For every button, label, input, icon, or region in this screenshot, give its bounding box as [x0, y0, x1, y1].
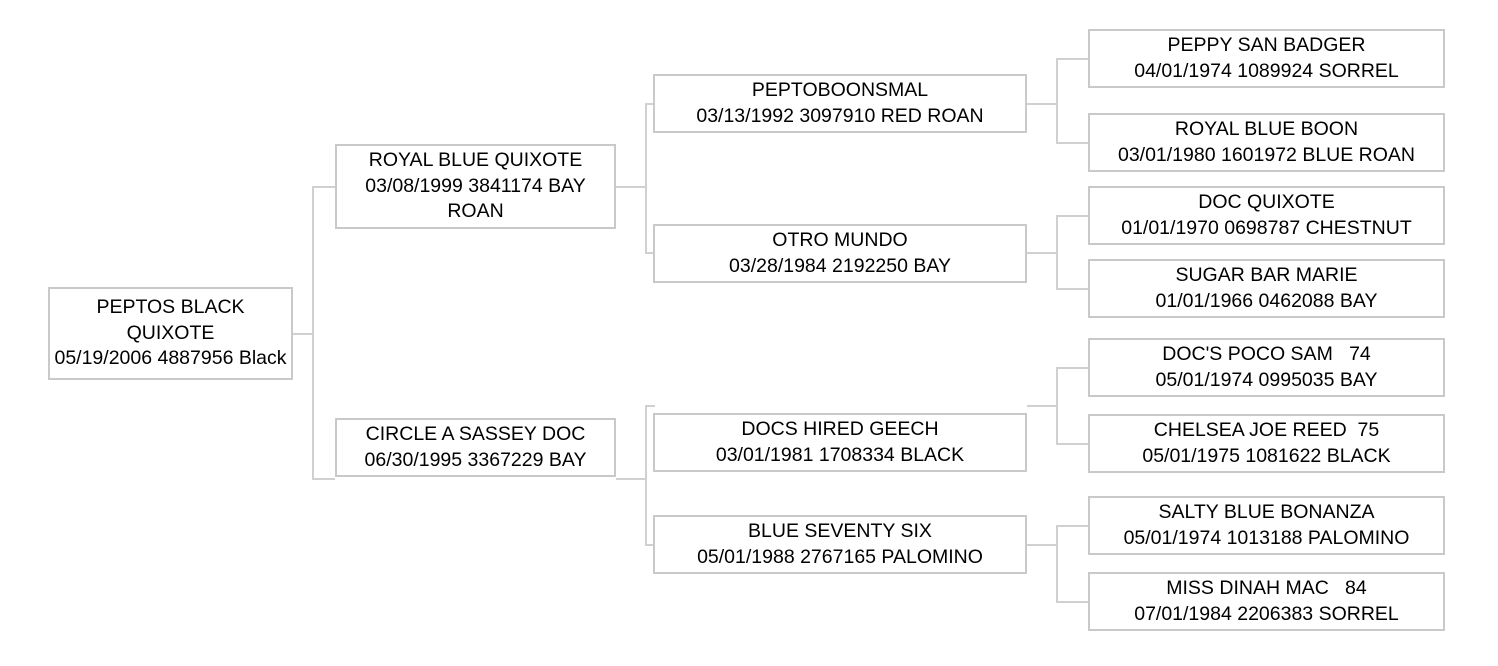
connector-dam-dam-vertical: [1056, 525, 1058, 603]
horse-box-root[interactable]: PEPTOS BLACK QUIXOTE 05/19/2006 4887956 …: [48, 287, 293, 380]
connector-sd-to-dam: [1056, 288, 1089, 290]
horse-detail: 03/13/1992 3097910 RED ROAN: [696, 104, 984, 127]
horse-name: ROYAL BLUE QUIXOTE: [368, 149, 583, 172]
horse-box-dam-sire[interactable]: DOCS HIRED GEECH 03/01/1981 1708334 BLAC…: [653, 413, 1027, 472]
horse-detail: 05/01/1974 0995035 BAY: [1155, 368, 1378, 391]
horse-name: CIRCLE A SASSEY DOC: [365, 423, 586, 446]
horse-detail: 05/01/1975 1081622 BLACK: [1142, 444, 1391, 467]
horse-name: ROYAL BLUE BOON: [1174, 118, 1359, 141]
connector-dd-to-dam: [1056, 601, 1089, 603]
connector-dam-vertical: [645, 405, 647, 545]
horse-detail: 03/01/1981 1708334 BLACK: [715, 443, 965, 466]
connector-dam-stub: [616, 478, 646, 480]
horse-detail: 05/01/1974 1013188 PALOMINO: [1123, 526, 1410, 549]
horse-box-sd-dam[interactable]: SUGAR BAR MARIE 01/01/1966 0462088 BAY: [1088, 259, 1445, 318]
connector-dam-sire-vertical: [1056, 367, 1058, 444]
connector-sire-sire-vertical: [1056, 58, 1058, 144]
horse-name: MISS DINAH MAC 84: [1166, 577, 1367, 600]
horse-detail: 04/01/1974 1089924 SORREL: [1134, 59, 1399, 82]
horse-name: CHELSEA JOE REED 75: [1153, 419, 1380, 442]
horse-box-sire-sire[interactable]: PEPTOBOONSMAL 03/13/1992 3097910 RED ROA…: [653, 74, 1027, 133]
horse-box-ds-sire[interactable]: DOC'S POCO SAM 74 05/01/1974 0995035 BAY: [1088, 338, 1445, 397]
connector-dam-to-dam-sire: [645, 405, 655, 407]
horse-box-sd-sire[interactable]: DOC QUIXOTE 01/01/1970 0698787 CHESTNUT: [1088, 186, 1445, 245]
connector-ds-to-sire: [1056, 367, 1089, 369]
connector-dam-sire-stub: [1027, 405, 1057, 407]
horse-box-dd-sire[interactable]: SALTY BLUE BONANZA 05/01/1974 1013188 PA…: [1088, 496, 1445, 555]
horse-name: BLUE SEVENTY SIX: [748, 520, 932, 543]
horse-detail: 03/08/1999 3841174 BAY ROAN: [365, 174, 592, 223]
connector-sire-to-sire-sire: [645, 103, 655, 105]
horse-name: PEPPY SAN BADGER: [1167, 34, 1366, 57]
connector-root-to-dam: [312, 478, 335, 480]
connector-dd-to-sire: [1056, 525, 1089, 527]
connector-ss-to-dam: [1056, 142, 1089, 144]
horse-name: DOCS HIRED GEECH: [741, 418, 939, 441]
horse-detail: 01/01/1970 0698787 CHESTNUT: [1121, 216, 1412, 239]
connector-sd-to-sire: [1056, 215, 1089, 217]
horse-name: PEPTOS BLACK QUIXOTE: [96, 296, 250, 344]
horse-detail: 07/01/1984 2206383 SORREL: [1134, 602, 1399, 625]
horse-box-ss-dam[interactable]: ROYAL BLUE BOON 03/01/1980 1601972 BLUE …: [1088, 113, 1445, 172]
horse-box-ds-dam[interactable]: CHELSEA JOE REED 75 05/01/1975 1081622 B…: [1088, 414, 1445, 473]
horse-box-ss-sire[interactable]: PEPPY SAN BADGER 04/01/1974 1089924 SORR…: [1088, 29, 1445, 88]
connector-sire-dam-stub: [1027, 252, 1057, 254]
horse-name: PEPTOBOONSMAL: [751, 79, 929, 102]
horse-name: DOC QUIXOTE: [1198, 191, 1335, 214]
connector-dam-to-dam-dam: [645, 544, 655, 546]
horse-detail: 03/01/1980 1601972 BLUE ROAN: [1117, 143, 1416, 166]
connector-sire-vertical: [645, 103, 647, 253]
connector-dam-dam-stub: [1027, 544, 1057, 546]
connector-ss-to-sire: [1056, 58, 1089, 60]
horse-box-sire-dam[interactable]: OTRO MUNDO 03/28/1984 2192250 BAY: [653, 224, 1027, 283]
horse-box-dam[interactable]: CIRCLE A SASSEY DOC 06/30/1995 3367229 B…: [335, 418, 616, 477]
horse-detail: 03/28/1984 2192250 BAY: [729, 254, 951, 277]
connector-sire-sire-stub: [1027, 103, 1057, 105]
connector-root-stub: [293, 333, 314, 335]
connector-sire-stub: [616, 186, 646, 188]
connector-sire-to-sire-dam: [645, 252, 655, 254]
horse-detail: 06/30/1995 3367229 BAY: [364, 448, 587, 471]
horse-box-dam-dam[interactable]: BLUE SEVENTY SIX 05/01/1988 2767165 PALO…: [653, 515, 1027, 574]
connector-sire-dam-vertical: [1056, 215, 1058, 289]
connector-ds-to-dam: [1056, 443, 1089, 445]
horse-name: SUGAR BAR MARIE: [1175, 264, 1358, 287]
horse-detail: 05/19/2006 4887956 Black: [54, 347, 287, 370]
horse-name: SALTY BLUE BONANZA: [1158, 501, 1375, 524]
horse-detail: 01/01/1966 0462088 BAY: [1155, 289, 1378, 312]
horse-box-dd-dam[interactable]: MISS DINAH MAC 84 07/01/1984 2206383 SOR…: [1088, 572, 1445, 631]
connector-root-to-sire: [312, 186, 335, 188]
horse-detail: 05/01/1988 2767165 PALOMINO: [697, 545, 983, 568]
horse-box-sire[interactable]: ROYAL BLUE QUIXOTE 03/08/1999 3841174 BA…: [335, 144, 616, 229]
horse-name: OTRO MUNDO: [772, 229, 908, 252]
connector-root-vertical: [312, 186, 314, 480]
horse-name: DOC'S POCO SAM 74: [1162, 343, 1371, 366]
